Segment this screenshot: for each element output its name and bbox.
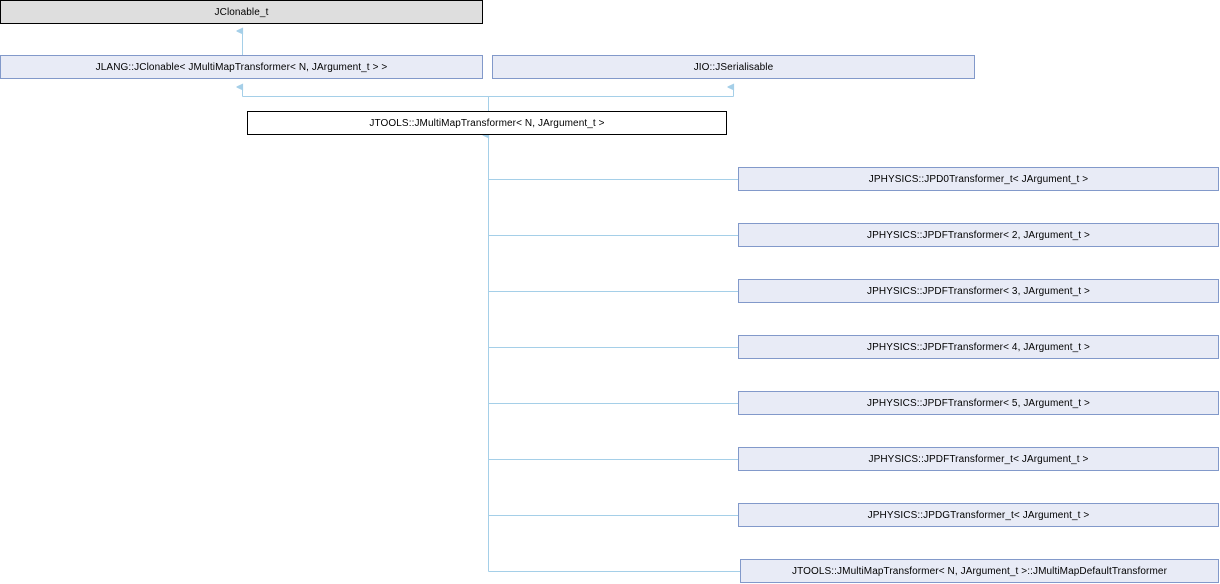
node-jlang-jclonable[interactable]: JLANG::JClonable< JMultiMapTransformer< … xyxy=(0,55,483,79)
node-jpdgtransformer-t[interactable]: JPHYSICS::JPDGTransformer_t< JArgument_t… xyxy=(738,503,1219,527)
node-label: JPHYSICS::JPDFTransformer< 2, JArgument_… xyxy=(867,229,1090,241)
node-jtools-jmultimaptransformer[interactable]: JTOOLS::JMultiMapTransformer< N, JArgume… xyxy=(247,111,727,135)
node-jpdftransformer-4[interactable]: JPHYSICS::JPDFTransformer< 4, JArgument_… xyxy=(738,335,1219,359)
node-label: JPHYSICS::JPDFTransformer< 3, JArgument_… xyxy=(867,285,1090,297)
node-jpdftransformer-2[interactable]: JPHYSICS::JPDFTransformer< 2, JArgument_… xyxy=(738,223,1219,247)
node-jpdftransformer-t[interactable]: JPHYSICS::JPDFTransformer_t< JArgument_t… xyxy=(738,447,1219,471)
node-label: JPHYSICS::JPDFTransformer_t< JArgument_t… xyxy=(868,453,1089,465)
node-label: JPHYSICS::JPDFTransformer< 4, JArgument_… xyxy=(867,341,1090,353)
node-label: JPHYSICS::JPDFTransformer< 5, JArgument_… xyxy=(867,397,1090,409)
node-jio-jserialisable[interactable]: JIO::JSerialisable xyxy=(492,55,975,79)
node-jmultimapdefaulttransformer[interactable]: JTOOLS::JMultiMapTransformer< N, JArgume… xyxy=(740,559,1219,583)
node-jclonable-t[interactable]: JClonable_t xyxy=(0,0,483,24)
node-jpd0transformer-t[interactable]: JPHYSICS::JPD0Transformer_t< JArgument_t… xyxy=(738,167,1219,191)
node-jpdftransformer-5[interactable]: JPHYSICS::JPDFTransformer< 5, JArgument_… xyxy=(738,391,1219,415)
node-label: JPHYSICS::JPDGTransformer_t< JArgument_t… xyxy=(867,509,1090,521)
node-label: JPHYSICS::JPD0Transformer_t< JArgument_t… xyxy=(868,173,1089,185)
node-label: JTOOLS::JMultiMapTransformer< N, JArgume… xyxy=(369,117,605,129)
node-label: JIO::JSerialisable xyxy=(693,61,774,73)
node-jpdftransformer-3[interactable]: JPHYSICS::JPDFTransformer< 3, JArgument_… xyxy=(738,279,1219,303)
node-label: JClonable_t xyxy=(214,6,269,18)
node-label: JLANG::JClonable< JMultiMapTransformer< … xyxy=(95,61,388,73)
node-label: JTOOLS::JMultiMapTransformer< N, JArgume… xyxy=(791,565,1168,577)
